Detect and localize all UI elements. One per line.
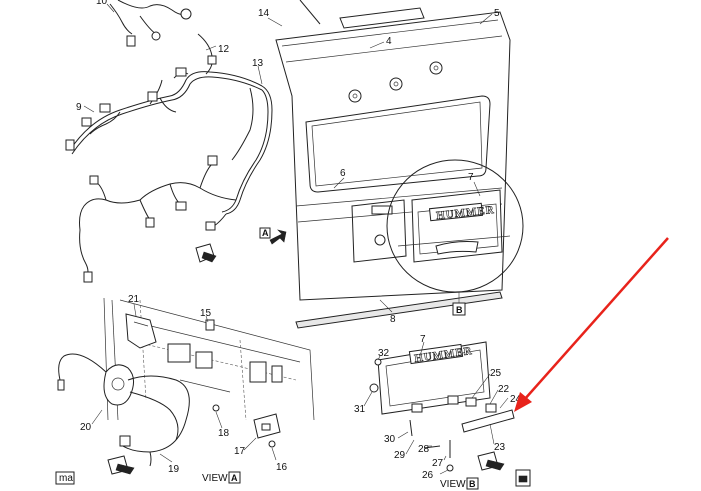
wiring-harness-group [65, 0, 273, 283]
callout-17: 17 [234, 446, 246, 457]
view-a-box-label: A [231, 473, 238, 483]
callout-5: 5 [494, 8, 500, 19]
callout-12: 12 [218, 44, 230, 55]
view-b-detail: HUMMER [369, 341, 531, 487]
callout-20: 20 [80, 422, 92, 433]
liftgate-panel [275, 0, 511, 329]
callout-21: 21 [128, 294, 140, 305]
arrow-a-box [259, 227, 271, 239]
callout-31: 31 [354, 404, 366, 415]
callout-23: 23 [494, 442, 506, 453]
callout-24: 24 [510, 394, 522, 405]
callout-6: 6 [340, 168, 346, 179]
view-b-box-label: B [469, 479, 476, 489]
callout-26: 26 [422, 470, 434, 481]
callout-7-zoom: 7 [468, 172, 474, 183]
callout-25: 25 [490, 368, 502, 379]
callout-4: 4 [386, 36, 392, 47]
callout-8: 8 [390, 314, 396, 325]
view-a-arrow: A [259, 227, 287, 245]
callout-32: 32 [378, 348, 390, 359]
callout-7-view-b: 7 [420, 334, 426, 345]
view-a-label: VIEW [202, 473, 228, 484]
arrow-a-box-label: A [262, 228, 269, 238]
callout-28: 28 [418, 444, 430, 455]
view-direction-arrow-icon [269, 229, 287, 245]
callout-19: 19 [168, 464, 180, 475]
view-a-detail [57, 297, 315, 475]
callout-27: 27 [432, 458, 444, 469]
fwd-direction-icon-b [485, 459, 505, 471]
fwd-direction-icon-a [115, 463, 135, 475]
view-b-box [466, 477, 479, 490]
view-b-label: VIEW [440, 479, 466, 490]
callout-14: 14 [258, 8, 270, 19]
detail-b-zoom: HUMMER B [386, 159, 524, 316]
callout-15: 15 [200, 308, 212, 319]
view-labels: ma VIEW A VIEW B [55, 471, 479, 490]
callout-labels: 10 12 9 13 14 4 5 6 7 8 21 15 20 19 18 1… [76, 0, 522, 481]
fwd-direction-icon [201, 251, 217, 263]
callout-29: 29 [394, 450, 406, 461]
callout-30: 30 [384, 434, 396, 445]
callout-9: 9 [76, 102, 82, 113]
callout-13: 13 [252, 58, 264, 69]
callout-16: 16 [276, 462, 288, 473]
corner-tag: ma [59, 473, 73, 484]
callout-10: 10 [96, 0, 108, 7]
callout-22: 22 [498, 384, 510, 395]
view-a-box [228, 471, 241, 484]
leader-lines [83, 3, 509, 475]
annotation-arrow-icon [514, 237, 669, 412]
detail-b-box-label: B [456, 305, 463, 315]
fwd-marker-top [195, 243, 217, 263]
corner-tag-box [55, 471, 75, 485]
callout-18: 18 [218, 428, 230, 439]
